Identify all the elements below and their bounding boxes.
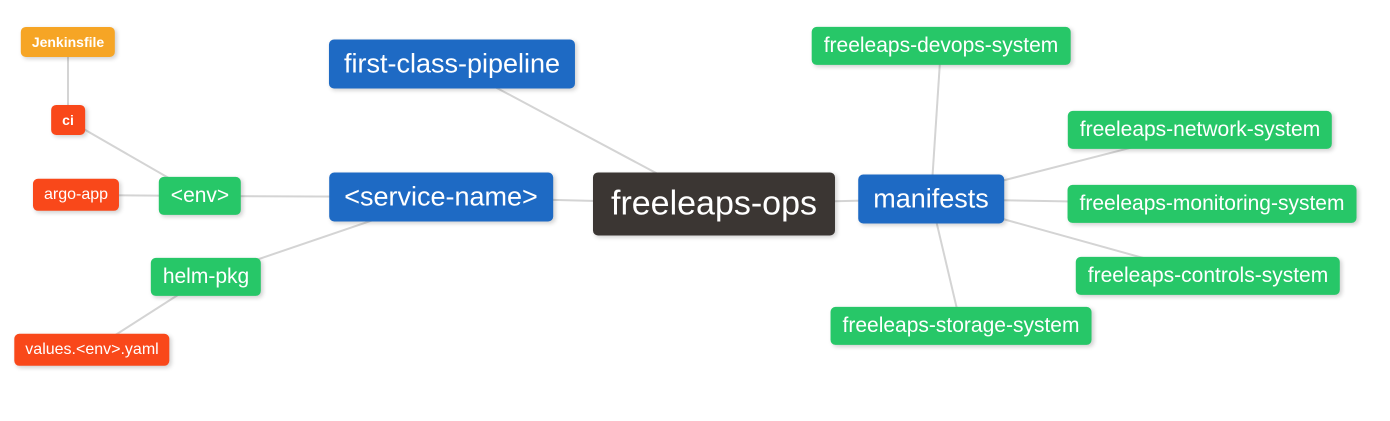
- node-jenkinsfile[interactable]: Jenkinsfile: [20, 26, 116, 58]
- node-freeleaps-controls-system[interactable]: freeleaps-controls-system: [1075, 256, 1341, 296]
- node-ci[interactable]: ci: [51, 104, 85, 136]
- node-freeleaps-storage-system[interactable]: freeleaps-storage-system: [830, 306, 1092, 346]
- node-service-name[interactable]: <service-name>: [329, 172, 553, 222]
- node-env[interactable]: <env>: [158, 176, 242, 216]
- node-first-class-pipeline[interactable]: first-class-pipeline: [328, 39, 576, 89]
- node-values-env-yaml[interactable]: values.<env>.yaml: [14, 333, 170, 367]
- node-manifests[interactable]: manifests: [858, 174, 1004, 224]
- node-freeleaps-devops-system[interactable]: freeleaps-devops-system: [811, 26, 1071, 66]
- node-freeleaps-network-system[interactable]: freeleaps-network-system: [1067, 110, 1333, 150]
- node-freeleaps-monitoring-system[interactable]: freeleaps-monitoring-system: [1067, 184, 1357, 224]
- node-helm-pkg[interactable]: helm-pkg: [150, 257, 262, 297]
- node-argo-app[interactable]: argo-app: [32, 178, 120, 212]
- node-freeleaps-ops[interactable]: freeleaps-ops: [592, 172, 836, 236]
